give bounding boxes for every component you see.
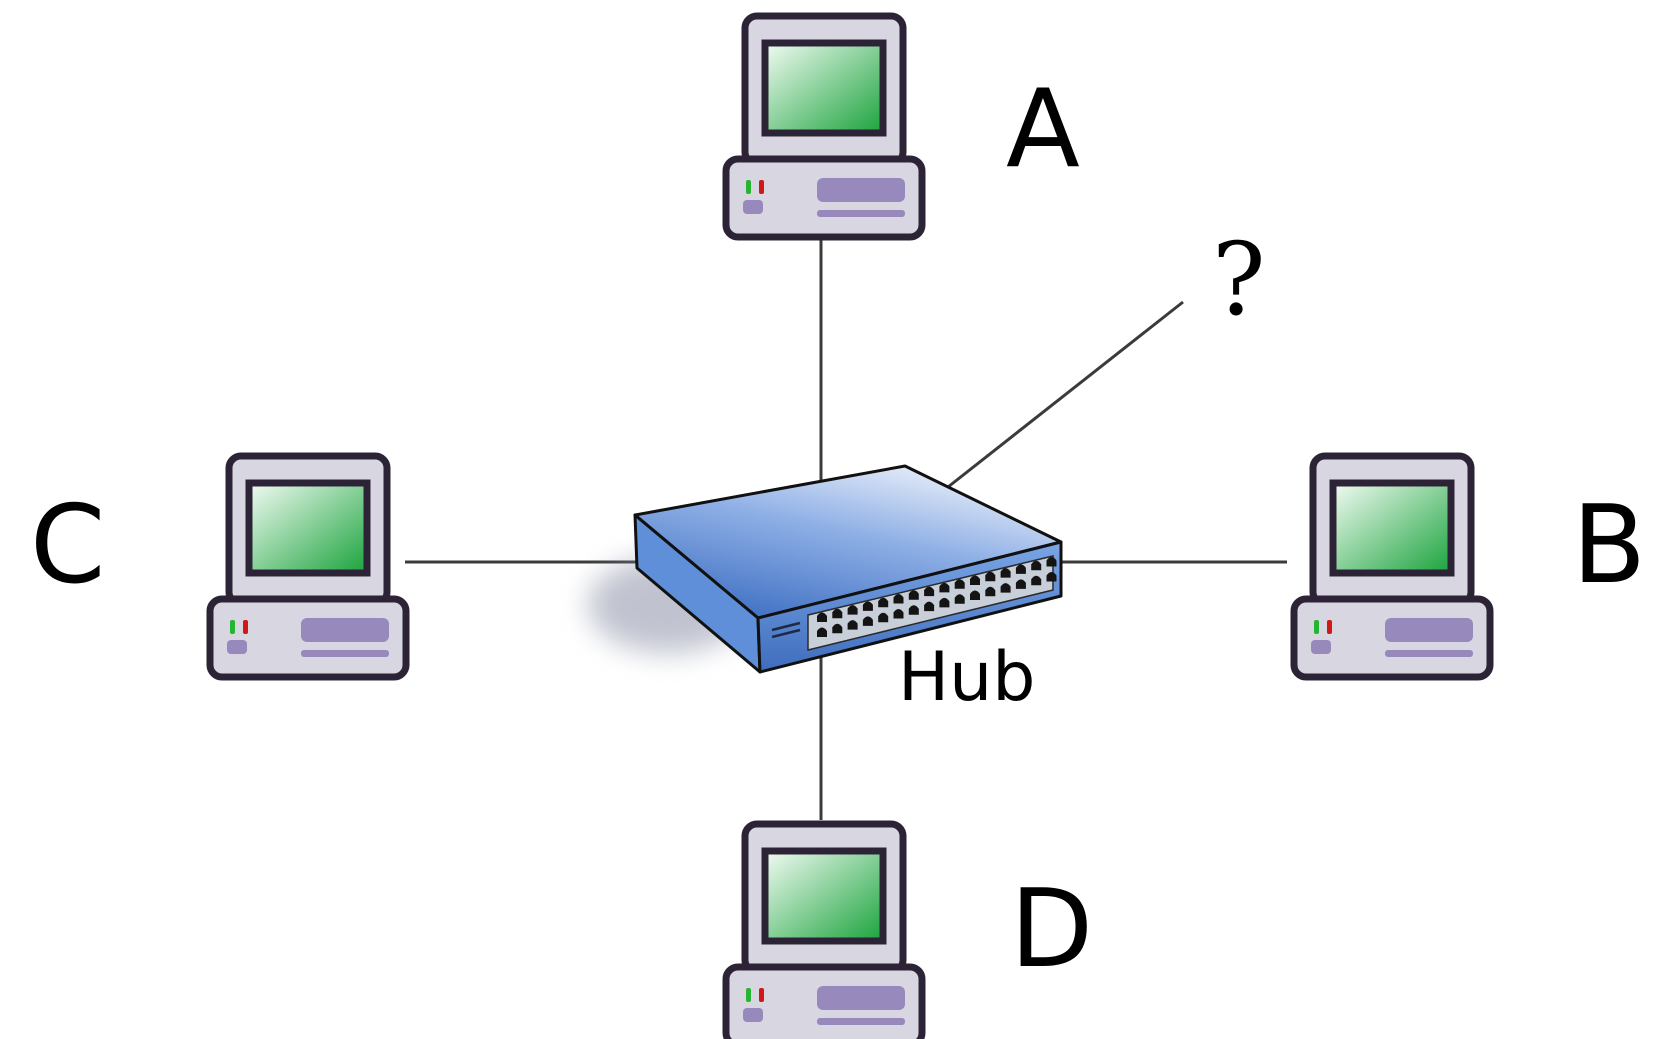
hub-port — [862, 601, 873, 611]
hub-port — [939, 582, 950, 593]
computer-a — [726, 16, 922, 237]
link-unknown-hub — [947, 300, 1184, 489]
hub-port — [817, 627, 827, 637]
hub-port — [832, 608, 843, 619]
hub-port — [847, 605, 858, 615]
node-label-d: D — [1010, 867, 1093, 992]
desktop-computer-icon — [210, 456, 406, 677]
network-hub-icon — [588, 464, 1063, 674]
hub-port — [817, 612, 827, 622]
hub-port — [1031, 560, 1042, 571]
node-label-c: C — [30, 483, 105, 608]
computer-b — [1294, 456, 1490, 677]
hub-port — [924, 586, 935, 597]
hub-port — [832, 623, 843, 634]
hub-vent — [771, 621, 801, 632]
node-label-unknown: ? — [1212, 221, 1266, 338]
hub-port — [1000, 568, 1011, 578]
hub-port — [862, 616, 873, 626]
hub-ports — [817, 557, 1057, 637]
desktop-computer-icon — [726, 16, 922, 237]
hub-port — [1031, 575, 1042, 586]
desktop-computer-icon — [1294, 456, 1490, 677]
hub-port — [893, 594, 904, 604]
hub-port — [970, 590, 980, 600]
hub-port — [954, 594, 965, 604]
computer-d — [726, 824, 922, 1039]
connection-links — [405, 232, 1287, 820]
hub-port — [970, 575, 980, 585]
node-label-b: B — [1572, 483, 1646, 608]
hub-port — [1015, 564, 1026, 574]
hub-port — [1046, 557, 1057, 567]
hub-port — [1046, 572, 1057, 582]
node-label-a: A — [1006, 67, 1080, 192]
computer-c — [210, 456, 406, 677]
hub-port — [878, 612, 889, 623]
hub-port — [1000, 583, 1011, 593]
desktop-computer-icon — [726, 824, 922, 1039]
hub-vent — [771, 628, 801, 639]
hub-port — [1015, 579, 1026, 589]
hub-label: Hub — [898, 638, 1035, 717]
hub-port — [893, 609, 904, 619]
hub-port — [908, 605, 919, 615]
hub-port — [939, 597, 950, 608]
hub-port — [924, 601, 935, 612]
hub-port — [985, 571, 996, 582]
hub-port — [908, 590, 919, 600]
hub-port — [985, 586, 996, 597]
hub-port — [878, 597, 889, 608]
hub-port — [847, 620, 858, 630]
hub-port — [954, 579, 965, 589]
